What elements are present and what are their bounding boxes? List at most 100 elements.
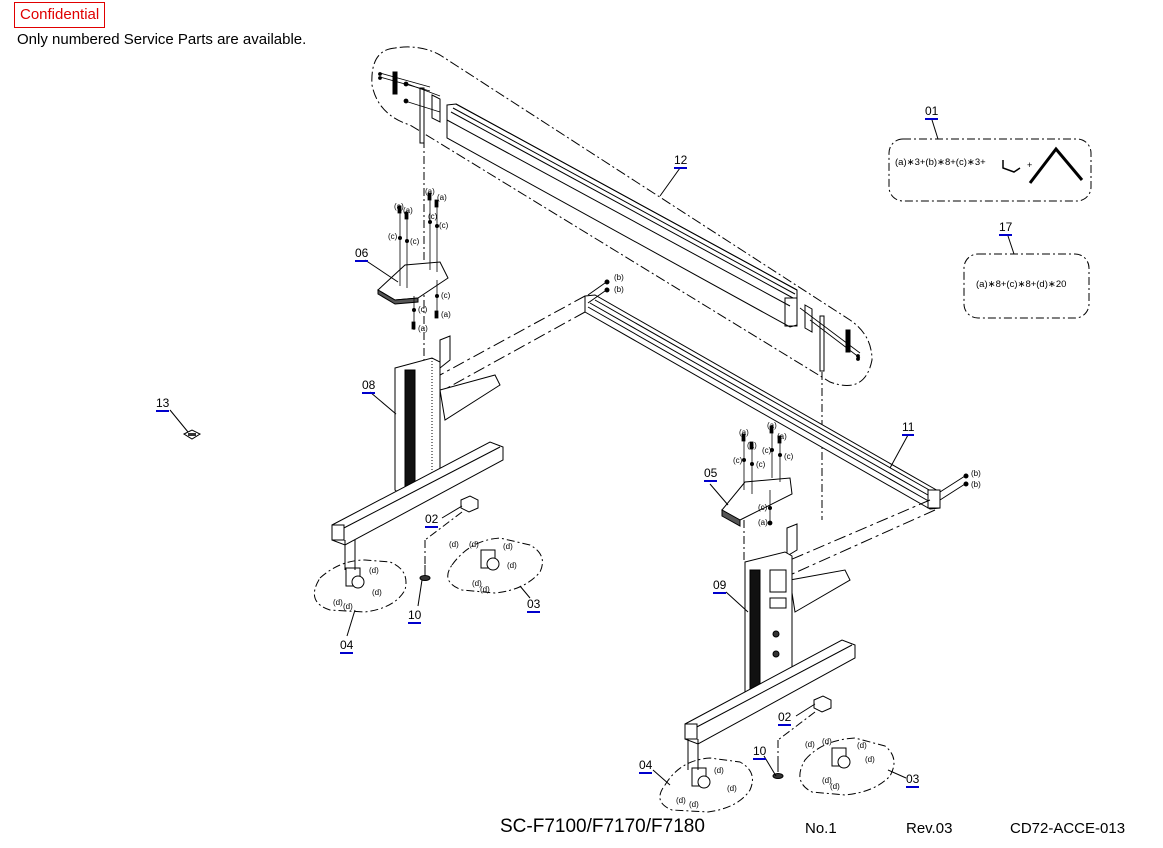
screw-label-d: (d) (822, 737, 832, 746)
kit-01-contents: (a)∗3+(b)∗8+(c)∗3+ (895, 157, 986, 168)
leveler-10-right (772, 762, 784, 779)
screw-label-c: (c) (756, 460, 766, 469)
screw-label-a: (a) (441, 310, 451, 319)
callout-part-11[interactable]: 11 (902, 420, 915, 436)
callout-part-08[interactable]: 08 (362, 378, 376, 394)
sheet-number: No.1 (805, 820, 837, 837)
screw-label-c: (c) (784, 452, 794, 461)
callout-part-03-right[interactable]: 03 (906, 772, 920, 788)
screw-label-d: (d) (372, 588, 382, 597)
caster-right-04 (691, 767, 711, 789)
screw-label-d: (d) (805, 740, 815, 749)
lower-beam-11 (584, 294, 941, 510)
screw-label-c: (c) (733, 456, 743, 465)
bracket-06-screws (397, 192, 439, 330)
screw-label-a: (a) (425, 187, 435, 196)
screw-label-b: (b) (971, 480, 981, 489)
callout-part-02-right[interactable]: 02 (778, 710, 792, 726)
screw-label-d: (d) (689, 800, 699, 809)
caster-right-03 (831, 747, 851, 769)
screw-label-a: (a) (394, 202, 404, 211)
revision: Rev.03 (906, 820, 953, 837)
callout-part-09[interactable]: 09 (713, 578, 727, 594)
screw-label-d: (d) (865, 755, 875, 764)
kit-01-plus: + (1027, 160, 1033, 170)
screw-label-d: (d) (507, 561, 517, 570)
leader-lines (169, 119, 1015, 786)
top-beam-12 (446, 103, 798, 328)
screw-label-d: (d) (480, 585, 490, 594)
callout-part-03-left[interactable]: 03 (527, 597, 541, 613)
part-04-enclosure-right (659, 757, 753, 813)
screw-label-d: (d) (676, 796, 686, 805)
service-parts-notice: Only numbered Service Parts are availabl… (17, 31, 307, 48)
callout-part-17[interactable]: 17 (999, 220, 1013, 236)
screw-label-d: (d) (472, 579, 482, 588)
screw-label-d: (d) (369, 566, 379, 575)
part-03-enclosure-right (799, 737, 895, 796)
screw-label-a: (a) (777, 432, 787, 441)
callout-part-10-right[interactable]: 10 (753, 744, 767, 760)
part-04-enclosure-left (313, 559, 407, 613)
screw-label-a: (a) (758, 518, 768, 527)
callout-part-02-left[interactable]: 02 (425, 512, 439, 528)
foot-bracket-02-left (460, 495, 479, 513)
screw-label-b: (b) (614, 273, 624, 282)
part-03-enclosure-left (447, 537, 543, 594)
screw-label-b: (b) (971, 469, 981, 478)
callout-part-13[interactable]: 13 (156, 396, 170, 412)
kit-01-box (888, 138, 1092, 202)
screw-label-d: (d) (727, 784, 737, 793)
bracket-05-screws (741, 425, 783, 526)
foot-bracket-02-right (813, 695, 832, 713)
screw-label-b: (b) (614, 285, 624, 294)
screw-label-c: (c) (428, 212, 438, 221)
leg-08 (331, 335, 504, 546)
leveler-10-left (419, 565, 431, 581)
callout-part-05[interactable]: 05 (704, 466, 718, 482)
screw-label-c: (c) (762, 446, 772, 455)
screw-label-d: (d) (714, 766, 724, 775)
callout-part-10-left[interactable]: 10 (408, 608, 422, 624)
caster-left-04 (345, 567, 365, 589)
screw-label-a: (a) (747, 441, 757, 450)
callout-part-12[interactable]: 12 (674, 153, 688, 169)
confidential-badge: Confidential (14, 2, 106, 28)
callout-part-01[interactable]: 01 (925, 104, 939, 120)
screw-label-a: (a) (437, 193, 447, 202)
screw-label-a: (a) (403, 206, 413, 215)
callout-part-06[interactable]: 06 (355, 246, 369, 262)
screw-label-c: (c) (758, 503, 768, 512)
kit-17-contents: (a)∗8+(c)∗8+(d)∗20 (976, 279, 1067, 290)
top-beam-brackets (392, 71, 851, 372)
screw-label-a: (a) (767, 421, 777, 430)
screw-label-c: (c) (388, 232, 398, 241)
screw-label-c: (c) (439, 221, 449, 230)
screw-label-d: (d) (830, 782, 840, 791)
bracket-06 (377, 261, 449, 305)
screw-label-a: (a) (739, 428, 749, 437)
screw-label-d: (d) (857, 741, 867, 750)
document-code: CD72-ACCE-013 (1010, 820, 1126, 837)
screw-label-d: (d) (822, 776, 832, 785)
screw-label-d: (d) (333, 598, 343, 607)
leg-09 (684, 523, 856, 745)
callout-part-04-right[interactable]: 04 (639, 758, 653, 774)
screw-label-a: (a) (418, 324, 428, 333)
kit-17-box (963, 253, 1090, 319)
screw-label-c: (c) (410, 237, 420, 246)
screw-label-d: (d) (343, 602, 353, 611)
bracket-05 (721, 477, 793, 527)
screw-label-d: (d) (503, 542, 513, 551)
callout-part-04-left[interactable]: 04 (340, 638, 354, 654)
model-name: SC-F7100/F7170/F7180 (500, 816, 705, 837)
screw-label-d: (d) (449, 540, 459, 549)
top-beam-screws (378, 72, 861, 361)
caster-left-03 (480, 549, 500, 571)
screw-label-c: (c) (418, 305, 428, 314)
screw-label-c: (c) (441, 291, 451, 300)
kit-01-hinge-icon (1028, 146, 1084, 184)
kit-01-clip-icon (1002, 160, 1021, 173)
screw-label-d: (d) (469, 540, 479, 549)
